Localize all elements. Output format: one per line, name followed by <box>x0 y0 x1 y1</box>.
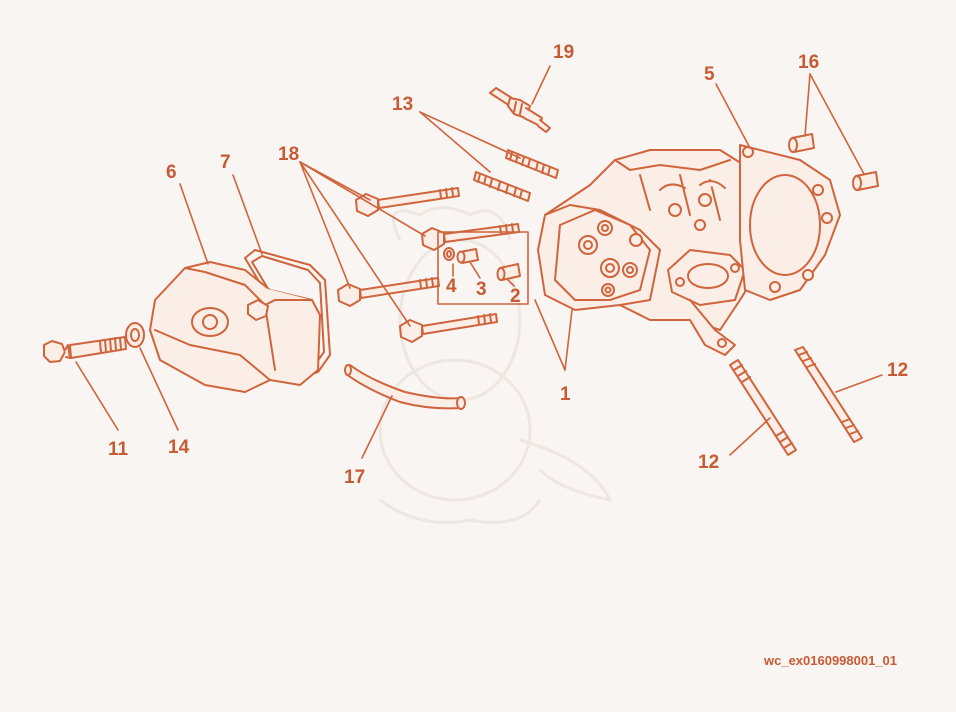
callout-7: 7 <box>220 152 231 173</box>
head-bolt-18-a[interactable] <box>355 187 460 217</box>
callout-1: 1 <box>560 384 571 405</box>
callout-16: 16 <box>798 52 819 73</box>
stud-13-upper[interactable] <box>505 149 559 179</box>
callout-6: 6 <box>166 162 177 183</box>
o-ring-4[interactable] <box>443 247 455 261</box>
head-bolt-18-c[interactable] <box>337 277 440 307</box>
callout-labels: 19 13 18 6 7 5 16 4 3 2 1 11 14 17 12 12 <box>108 42 908 488</box>
flange-bolt-11[interactable] <box>43 336 127 363</box>
valve-cover[interactable] <box>149 261 321 393</box>
head-gasket[interactable] <box>739 144 841 301</box>
dowel-pin-3[interactable] <box>456 248 479 264</box>
callout-19: 19 <box>553 42 574 63</box>
spark-plug[interactable] <box>489 87 551 133</box>
callout-14: 14 <box>168 437 190 458</box>
dowel-pin-lower[interactable] <box>852 171 879 191</box>
stud-13-lower[interactable] <box>473 171 531 202</box>
cylinder-head[interactable] <box>537 149 766 356</box>
washer-14[interactable] <box>125 322 145 348</box>
callout-12-left: 12 <box>698 452 719 473</box>
callout-3: 3 <box>476 279 487 300</box>
dowel-group-frame <box>437 231 529 305</box>
leader-lines <box>75 65 883 459</box>
breather-tube[interactable] <box>344 364 466 410</box>
long-stud-12-right[interactable] <box>794 346 863 443</box>
callout-4: 4 <box>446 276 457 297</box>
callout-18: 18 <box>278 144 299 165</box>
callout-11: 11 <box>108 439 129 460</box>
head-bolt-18-b[interactable] <box>421 223 520 251</box>
reference-code: wc_ex0160998001_01 <box>763 653 897 668</box>
long-stud-12-left[interactable] <box>729 359 797 456</box>
dowel-pin-2[interactable] <box>496 263 521 281</box>
callout-5: 5 <box>704 64 715 85</box>
callout-2: 2 <box>510 286 521 307</box>
dowel-pin-upper[interactable] <box>788 133 815 153</box>
head-bolt-18-d[interactable] <box>399 313 498 343</box>
callout-13: 13 <box>392 94 413 115</box>
callout-12-right: 12 <box>887 360 908 381</box>
callout-17: 17 <box>344 467 365 488</box>
